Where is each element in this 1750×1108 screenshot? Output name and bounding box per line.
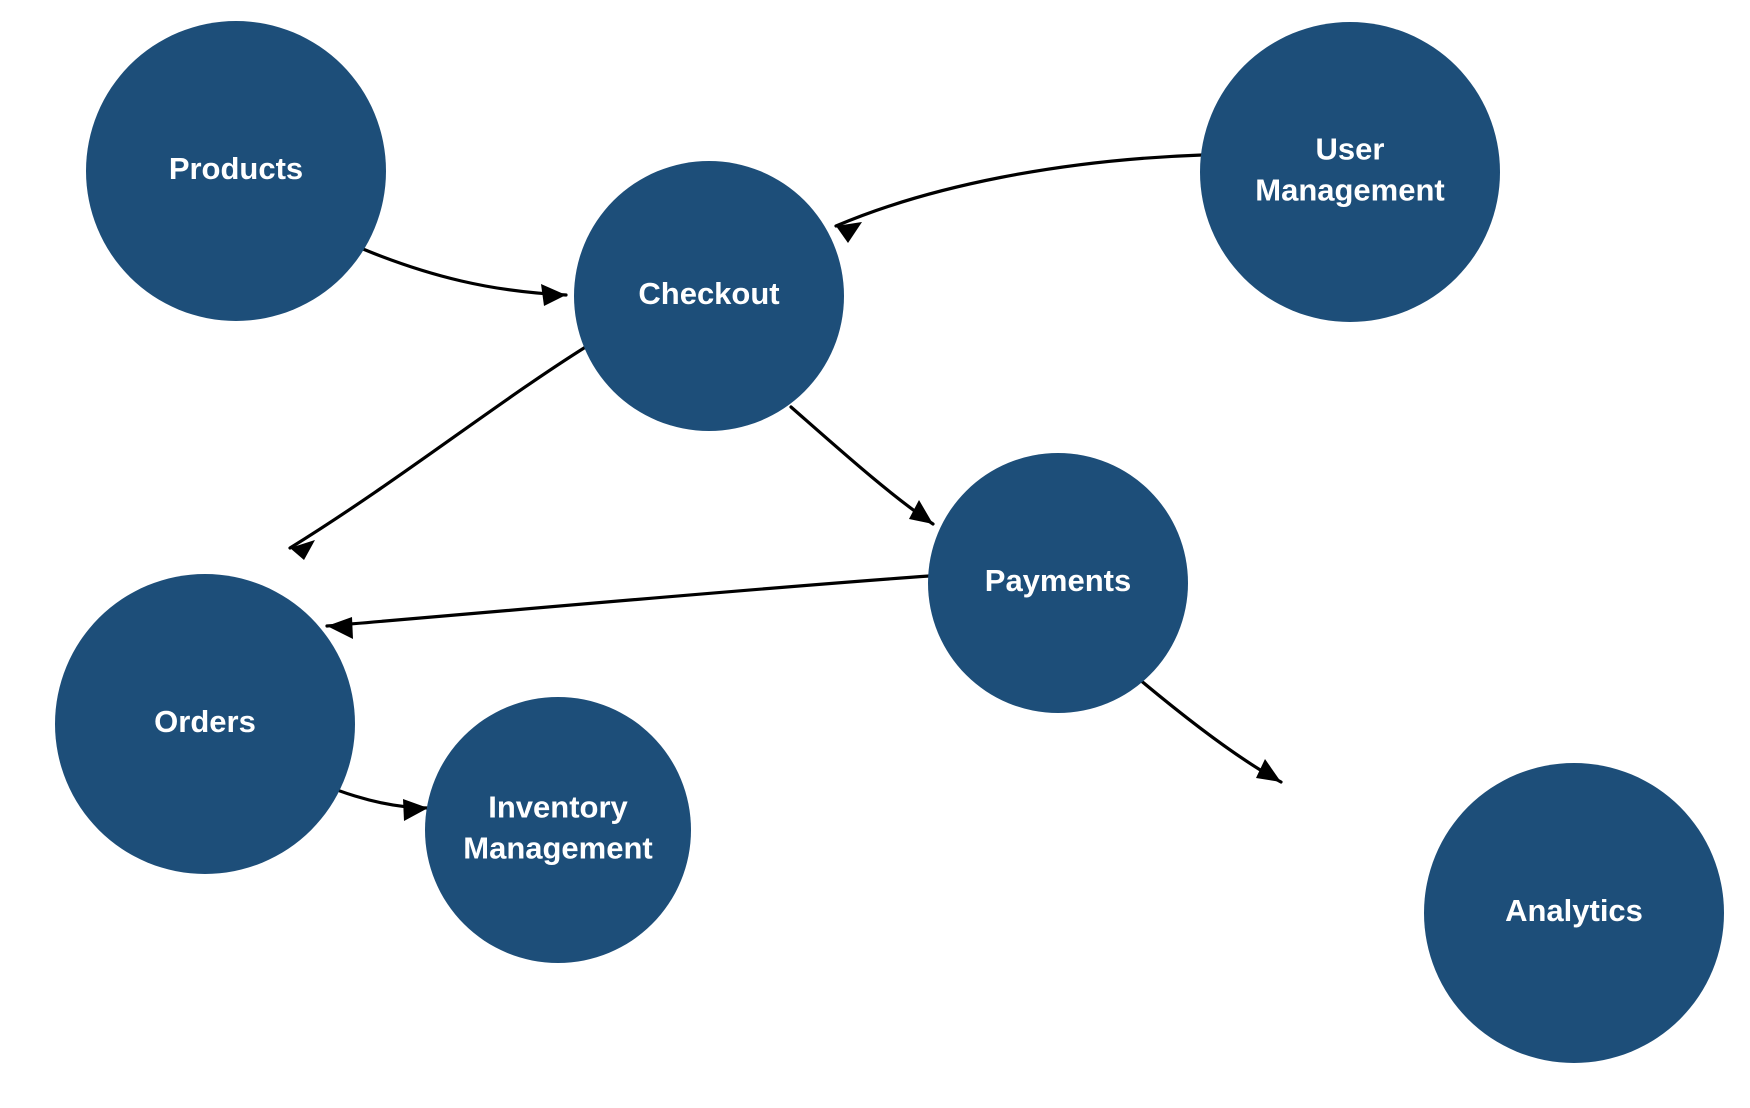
edge-payments-analytics [1131,672,1283,784]
edges-layer [280,153,1283,821]
node-products[interactable]: Products [86,21,386,321]
edge-line [288,341,594,550]
node-circle[interactable] [928,453,1188,713]
edge-line [333,235,568,297]
arrowhead-icon [290,540,315,560]
arrowhead-icon [403,799,428,821]
node-orders[interactable]: Orders [55,574,355,874]
node-circle[interactable] [574,161,844,431]
node-payments[interactable]: Payments [928,453,1188,713]
node-circle[interactable] [1200,22,1500,322]
edge-checkout-orders [288,341,594,560]
edge-line [325,574,931,628]
edge-checkout-payments [789,405,935,526]
node-checkout[interactable]: Checkout [574,161,844,431]
arrowhead-icon [909,500,933,524]
node-analytics[interactable]: Analytics [1424,763,1724,1063]
edge-line [834,153,1204,228]
edge-line [1131,672,1283,784]
edge-payments-orders [325,574,931,639]
node-circle[interactable] [1424,763,1724,1063]
arrowhead-icon [836,222,862,243]
node-circle[interactable] [86,21,386,321]
arrowhead-icon [327,617,353,639]
edge-products-checkout [333,235,568,306]
arrowhead-icon [541,284,566,306]
arrowhead-icon [1256,759,1281,782]
edge-usermgmt-checkout [834,153,1204,243]
node-circle[interactable] [55,574,355,874]
node-circle[interactable] [425,697,691,963]
edge-line [789,405,935,526]
